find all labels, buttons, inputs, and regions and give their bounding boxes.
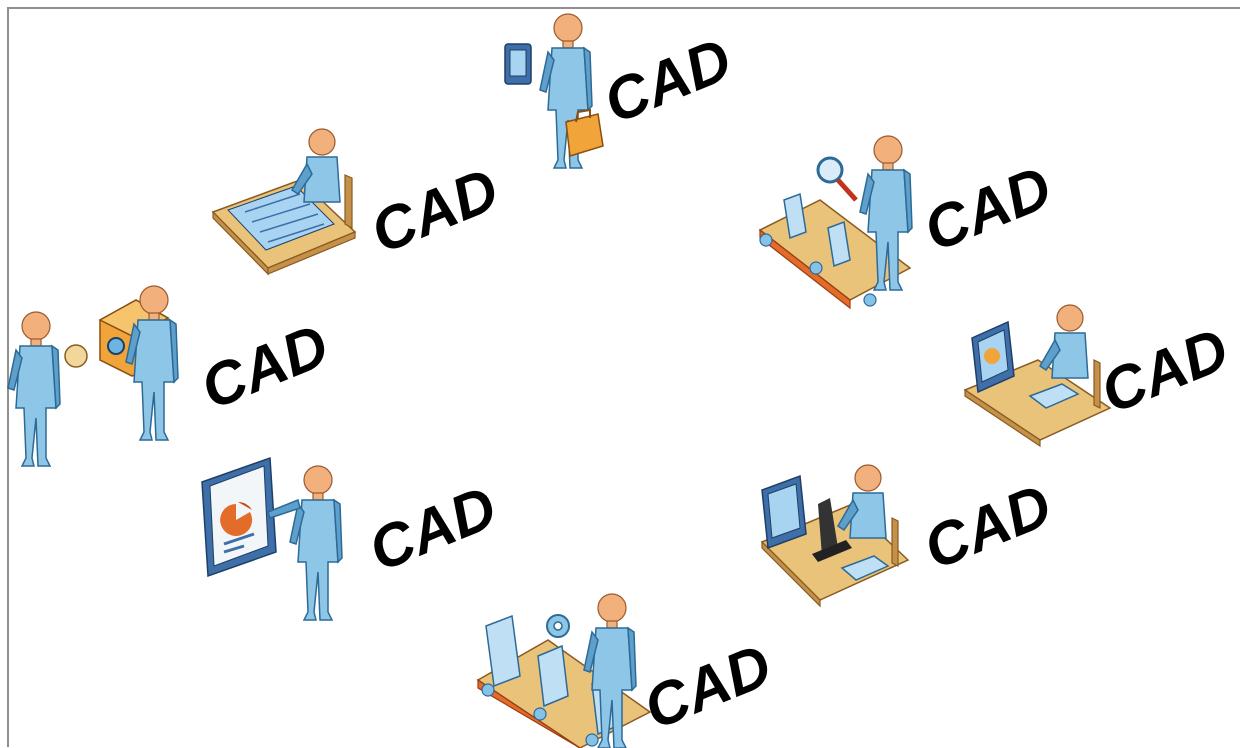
presenter-with-chart-icon [201,456,343,621]
sales-label: CAD [595,25,741,136]
scientist-label: CAD [915,471,1061,582]
inspector-with-magnifier-icon [758,135,913,310]
artist-at-computer-icon [963,304,1112,448]
inspector-label: CAD [915,153,1061,264]
designer-at-drafting-desk-icon [211,128,357,276]
artist-label: CAD [1092,315,1238,426]
scientist-with-microscope-icon [760,464,910,608]
canvas-frame [7,7,1240,747]
presenter-label: CAD [360,473,506,584]
designer-label: CAD [362,155,508,266]
production-line-worker-icon [476,593,652,748]
salesperson-with-briefcase-icon [504,13,604,169]
logistics-label: CAD [192,311,338,422]
production-label: CAD [635,631,781,742]
logistics-handover-icon [7,285,179,467]
